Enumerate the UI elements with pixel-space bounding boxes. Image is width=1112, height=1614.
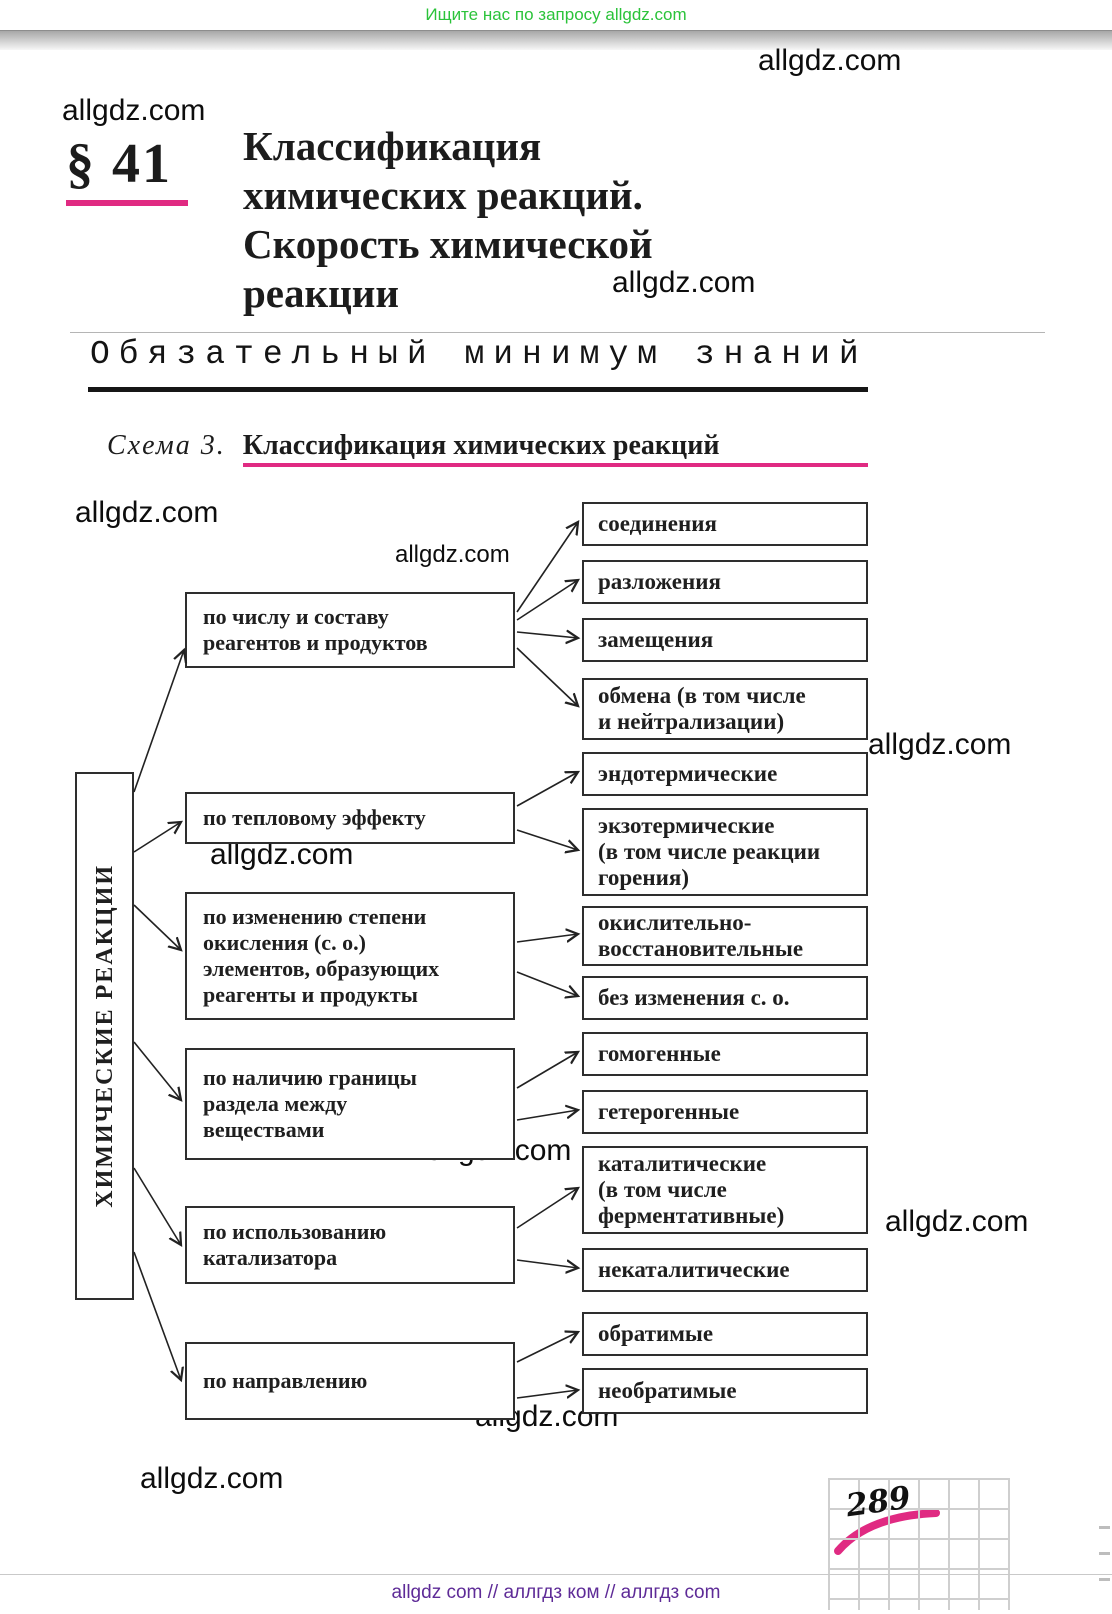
arrow-to-reversible	[516, 1332, 578, 1363]
watermark: allgdz.com	[885, 1205, 1029, 1238]
edge-mark	[1099, 1526, 1110, 1529]
arrow-to-noncatalytic	[516, 1259, 578, 1268]
arrow-root-to-composition	[133, 650, 184, 793]
arrow-to-endothermic	[516, 772, 578, 807]
arrow-to-redox	[516, 934, 578, 942]
schema-underline	[243, 463, 868, 467]
page-title-line: химических реакций.	[243, 172, 643, 218]
arrow-to-no-oxidation-change	[516, 971, 578, 996]
category-box-catalyst: по использованию катализатора	[185, 1206, 515, 1284]
edge-mark	[1099, 1552, 1110, 1555]
leaf-box-reversible: обратимые	[582, 1312, 868, 1356]
category-box-composition: по числу и составу реагентов и продуктов	[185, 592, 515, 668]
watermark: allgdz.com	[140, 1462, 284, 1495]
page-title-line: реакции	[243, 270, 399, 316]
leaf-box-substitution: замещения	[582, 618, 868, 662]
page-title-line: Скорость химической	[243, 221, 653, 267]
arrow-to-combination	[516, 522, 578, 613]
schema-title: Классификация химических реакций	[242, 430, 720, 461]
section-bottom-rule	[88, 387, 868, 392]
category-box-direction: по направлению	[185, 1342, 515, 1420]
arrow-to-homogeneous	[516, 1052, 578, 1089]
leaf-box-homogeneous: гомогенные	[582, 1032, 868, 1076]
site-banner-text: Ищите нас по запросу allgdz.com	[425, 5, 687, 24]
arrow-to-irreversible	[516, 1390, 578, 1398]
arrow-to-heterogeneous	[516, 1110, 578, 1121]
leaf-box-exothermic: экзотермические (в том числе реакции гор…	[582, 808, 868, 896]
arrow-to-catalytic	[516, 1188, 578, 1229]
footer-text: allgdz com // аллгдз ком // аллгдз com	[391, 1582, 721, 1603]
watermark: allgdz.com	[75, 496, 219, 529]
arrow-to-decomposition	[516, 580, 578, 621]
page-title: Классификация химических реакций. Скорос…	[243, 122, 803, 318]
watermark: allgdz.com	[395, 541, 510, 568]
page-title-line: Классификация	[243, 123, 542, 169]
leaf-box-redox: окислительно- восстановительные	[582, 906, 868, 966]
category-box-thermal: по тепловому эффекту	[185, 792, 515, 844]
watermark: allgdz.com	[868, 728, 1012, 761]
schema-label: Схема 3.	[107, 430, 226, 461]
diagram-root-box: ХИМИЧЕСКИЕ РЕАКЦИИ	[75, 772, 134, 1300]
arrow-root-to-direction	[133, 1251, 181, 1380]
watermark: allgdz.com	[612, 266, 756, 299]
paragraph-underline	[66, 200, 188, 206]
notebook-grid	[828, 1478, 1010, 1610]
watermark: allgdz.com	[62, 94, 206, 127]
leaf-box-heterogeneous: гетерогенные	[582, 1090, 868, 1134]
arrow-root-to-oxidation	[133, 904, 181, 950]
arrow-root-to-thermal	[133, 822, 181, 853]
leaf-box-exchange: обмена (в том числе и нейтрализации)	[582, 678, 868, 740]
site-banner: Ищите нас по запросу allgdz.com	[0, 0, 1112, 30]
leaf-box-no-oxidation-change: без изменения с. о.	[582, 976, 868, 1020]
leaf-box-combination: соединения	[582, 502, 868, 546]
leaf-box-noncatalytic: некаталитические	[582, 1248, 868, 1292]
schema-caption: Схема 3. Классификация химических реакци…	[107, 430, 719, 462]
leaf-box-decomposition: разложения	[582, 560, 868, 604]
page-top-shadow	[0, 30, 1112, 50]
arrow-to-exchange	[516, 647, 578, 706]
arrow-root-to-phase	[133, 1041, 181, 1100]
leaf-box-catalytic: каталитические (в том числе ферментативн…	[582, 1146, 868, 1234]
watermark: allgdz.com	[758, 44, 902, 77]
arrow-to-substitution	[516, 632, 578, 638]
arrow-root-to-catalyst	[133, 1167, 181, 1245]
section-top-rule	[70, 332, 1045, 333]
section-heading: Обязательный минимум знаний	[90, 336, 868, 373]
footer-separator	[0, 1574, 1112, 1575]
leaf-box-irreversible: необратимые	[582, 1368, 868, 1414]
leaf-box-endothermic: эндотермические	[582, 752, 868, 796]
edge-mark	[1099, 1578, 1110, 1581]
paragraph-number: § 41	[66, 133, 172, 195]
diagram-root-label: ХИМИЧЕСКИЕ РЕАКЦИИ	[91, 864, 118, 1208]
arrow-to-exothermic	[516, 829, 578, 850]
category-box-phase: по наличию границы раздела между веществ…	[185, 1048, 515, 1160]
category-box-oxidation: по изменению степени окисления (с. о.) э…	[185, 892, 515, 1020]
